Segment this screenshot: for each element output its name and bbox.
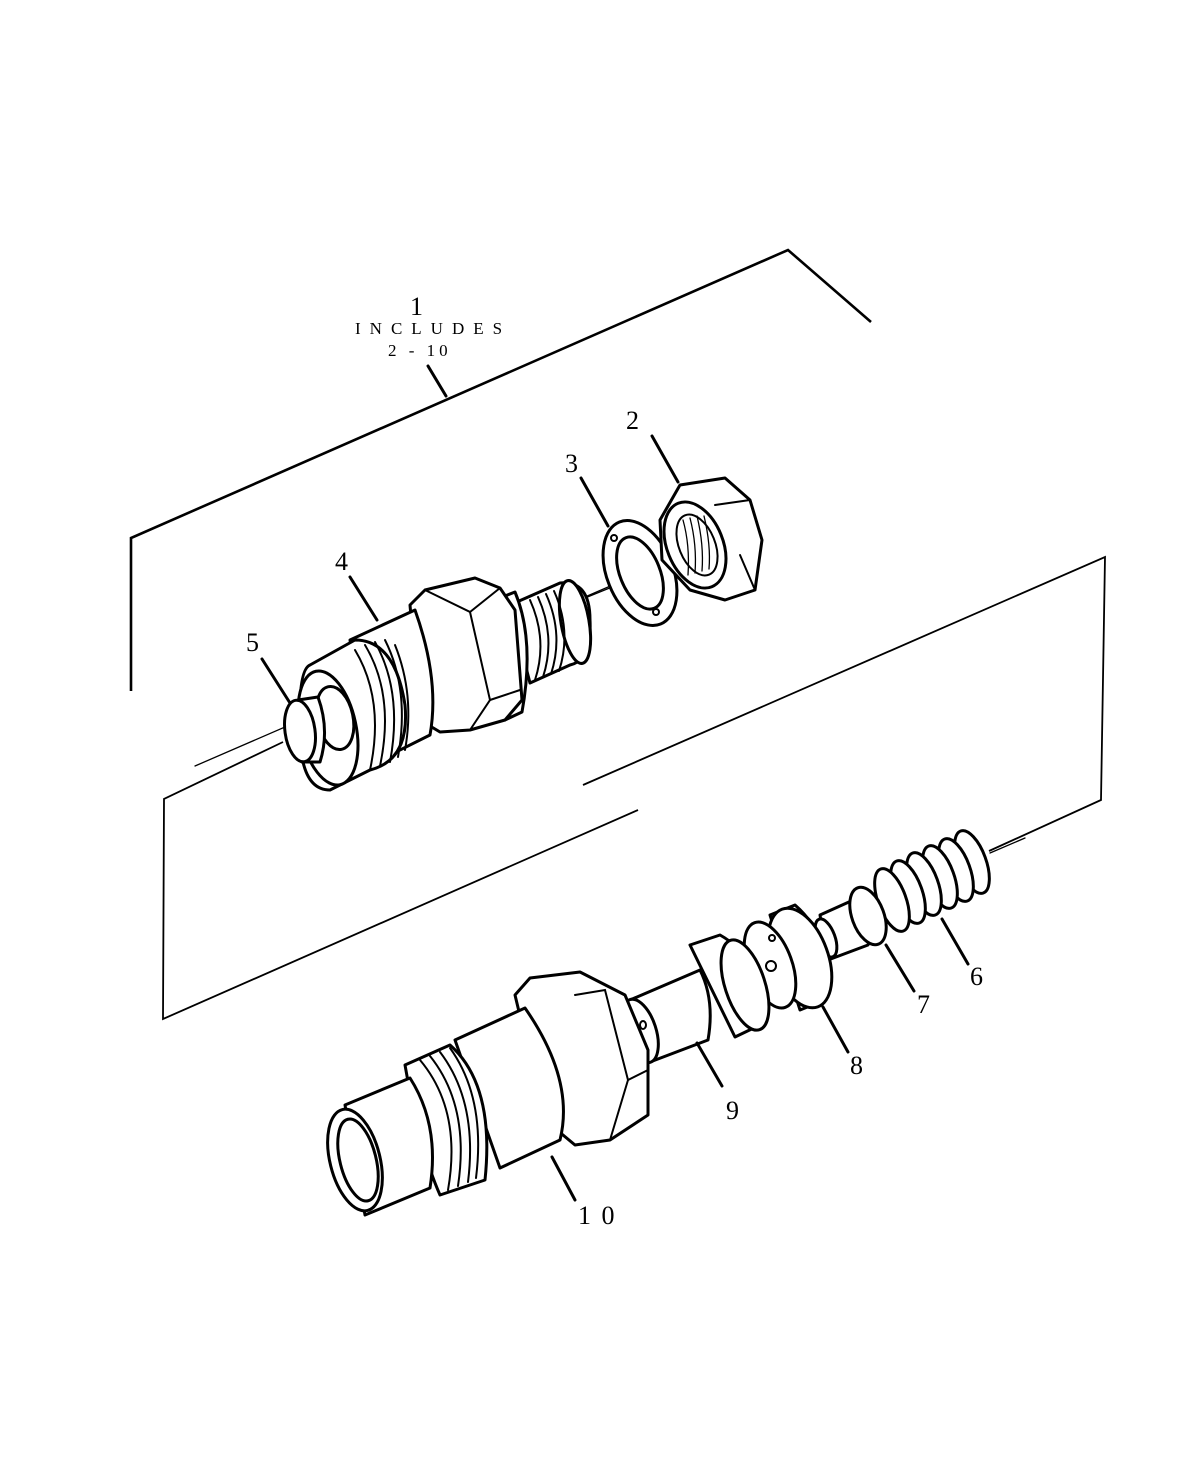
callout-2: 2	[626, 406, 639, 435]
part-9-nozzle-valve	[620, 933, 771, 1065]
part-4-holder-body	[296, 576, 593, 792]
callout-1-range: 2 - 10	[388, 341, 452, 360]
callout-5: 5	[246, 628, 259, 657]
callout-4: 4	[335, 547, 348, 576]
callout-8: 8	[850, 1051, 863, 1080]
callout-6: 6	[970, 962, 983, 991]
assembly-bracket-lower	[162, 741, 639, 1021]
assembly-bracket-upper	[129, 248, 872, 691]
callout-10: 1 0	[578, 1201, 617, 1230]
leader-9	[695, 1041, 724, 1088]
callout-9: 9	[726, 1096, 739, 1125]
callout-3: 3	[565, 449, 578, 478]
leader-2	[650, 434, 680, 484]
leader-6	[940, 917, 970, 966]
leader-1	[426, 364, 448, 398]
part-2-nut	[658, 476, 764, 602]
callout-1-includes: INCLUDES	[355, 319, 512, 338]
leader-3	[579, 476, 610, 528]
part-10-retaining-body	[326, 970, 650, 1217]
leader-8	[821, 1005, 850, 1054]
part-6-spring	[873, 829, 1026, 933]
part-5-pin	[283, 695, 327, 764]
leader-5	[260, 657, 292, 705]
leader-7	[884, 943, 916, 993]
callout-7: 7	[917, 990, 930, 1019]
leader-4	[348, 575, 379, 622]
leader-10	[550, 1155, 577, 1202]
callout-1-number: 1	[410, 292, 423, 321]
assembly-bracket-lower-right	[582, 555, 1106, 852]
